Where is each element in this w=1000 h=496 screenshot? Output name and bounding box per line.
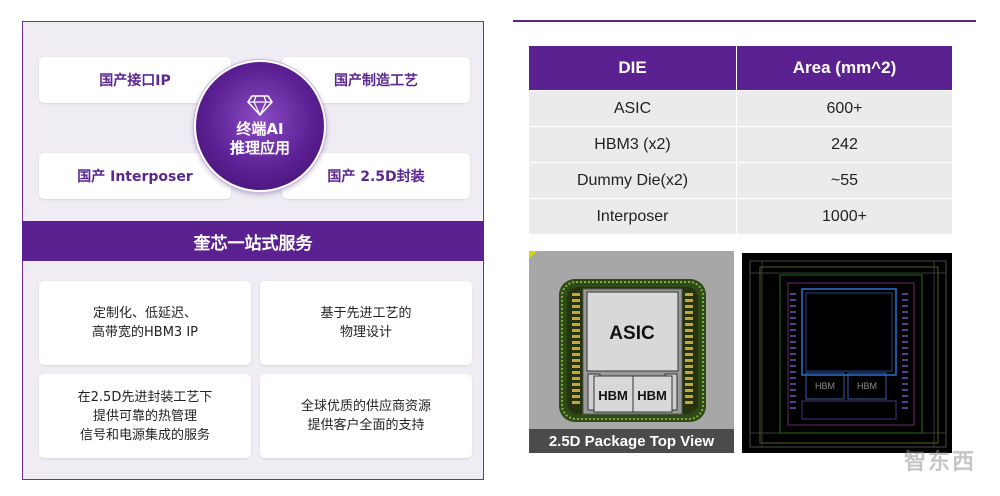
service-text-line: 信号和电源集成的服务 — [79, 427, 210, 443]
service-text-line: 全球优质的供应商资源 — [300, 399, 431, 414]
service-text-line: 基于先进工艺的 — [320, 306, 412, 321]
service-text-line: 定制化、低延迟、 — [92, 306, 197, 321]
service-text-line: 提供客户全面的支持 — [307, 418, 425, 433]
service-text-line: 提供可靠的热管理 — [92, 408, 197, 424]
watermark-logo: 智东西 — [903, 450, 976, 475]
die-area-cell: ~55 — [736, 162, 952, 199]
service-text-line: 在2.5D先进封装工艺下 — [77, 389, 213, 405]
tech-card-label: 国产接口IP — [99, 73, 171, 89]
service-card-packaging: 在2.5D先进封装工艺下 提供可靠的热管理 信号和电源集成的服务 — [39, 374, 251, 458]
die-name-cell: Interposer — [529, 198, 737, 234]
diamond-icon — [247, 95, 273, 116]
service-title: 奎芯一站式服务 — [193, 233, 313, 254]
service-text-line: 物理设计 — [339, 325, 392, 340]
layout-view-image: HBM HBM — [742, 253, 952, 453]
tech-card-interface-ip: 国产接口IP — [39, 57, 231, 103]
die-area-table: DIE Area (mm^2) ASIC 600+ HBM3 (x2) 242 … — [529, 46, 952, 234]
service-card-hbm-ip: 定制化、低延迟、 高带宽的HBM3 IP — [39, 281, 251, 365]
service-card-physical-design: 基于先进工艺的 物理设计 — [260, 281, 472, 365]
center-badge: 终端AI 推理应用 — [194, 60, 326, 192]
die-area-cell: 600+ — [736, 90, 952, 127]
tech-card-interposer: 国产 Interposer — [39, 153, 231, 199]
hbm-label: HBM — [637, 388, 667, 403]
layout-hbm-label: HBM — [857, 381, 877, 391]
service-title-bar: 奎芯一站式服务 — [22, 221, 484, 261]
tech-card-label: 国产 Interposer — [77, 169, 193, 185]
service-text-line: 高带宽的HBM3 IP — [92, 325, 198, 340]
tech-card-label: 国产制造工艺 — [334, 73, 418, 89]
table-header-row: DIE Area (mm^2) — [529, 46, 952, 91]
die-area-cell: 242 — [736, 126, 952, 163]
package-caption: 2.5D Package Top View — [529, 429, 734, 453]
tech-card-label: 国产 2.5D封装 — [327, 169, 425, 185]
hbm-label: HBM — [598, 388, 628, 403]
asic-label: ASIC — [609, 323, 655, 344]
column-header-area: Area (mm^2) — [736, 46, 952, 91]
center-title-line1: 终端AI — [236, 120, 284, 138]
layout-illustration: HBM HBM — [749, 260, 947, 448]
die-name-cell: Dummy Die(x2) — [529, 162, 737, 199]
header-divider — [513, 20, 976, 22]
table-row: Interposer 1000+ — [529, 198, 952, 234]
die-name-cell: HBM3 (x2) — [529, 126, 737, 163]
table-row: Dummy Die(x2) ~55 — [529, 162, 952, 199]
table-row: ASIC 600+ — [529, 90, 952, 127]
die-name-cell: ASIC — [529, 90, 737, 127]
layout-hbm-label: HBM — [815, 381, 835, 391]
service-card-supply: 全球优质的供应商资源 提供客户全面的支持 — [260, 374, 472, 458]
package-top-view-image: ASIC HBM HBM 2.5D Package Top View — [529, 251, 734, 453]
column-header-die: DIE — [529, 46, 737, 91]
table-row: HBM3 (x2) 242 — [529, 126, 952, 163]
package-illustration: ASIC HBM HBM — [529, 251, 706, 422]
die-area-cell: 1000+ — [736, 198, 952, 234]
center-title-line2: 推理应用 — [229, 139, 290, 157]
